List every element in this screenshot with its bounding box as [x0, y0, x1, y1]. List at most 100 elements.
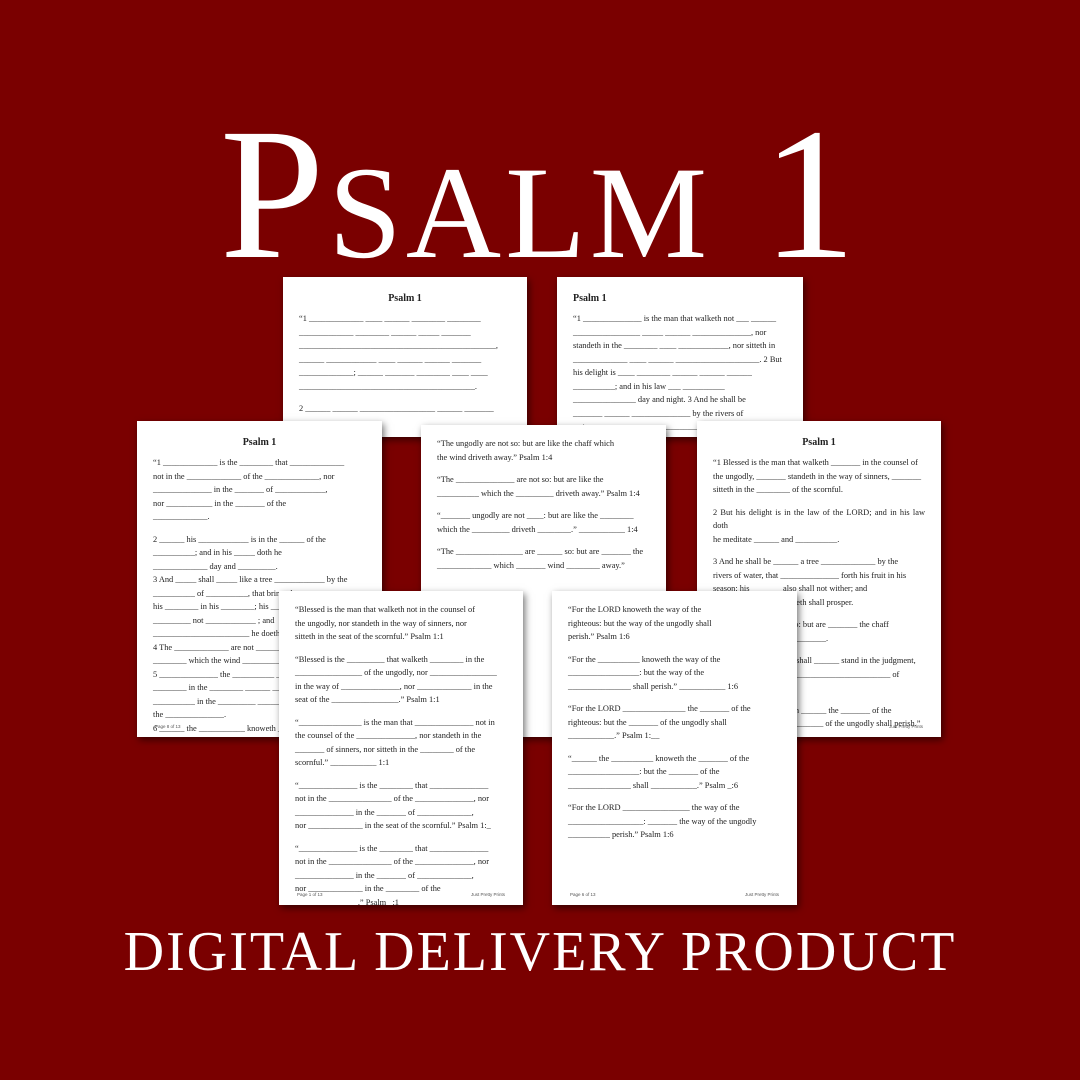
- page-lines: “The ungodly are not so: but are like th…: [437, 437, 650, 572]
- brand-mark: Just Pretty Prints: [744, 892, 779, 897]
- worksheet-line: ___________.” Psalm 1:__: [568, 731, 660, 740]
- line-gap: [153, 524, 366, 533]
- worksheet-line: 2 ______ ______ __________________ _____…: [299, 404, 494, 413]
- worksheet-line: standeth in the ________ ____ __________…: [573, 341, 776, 350]
- line-gap: [295, 833, 507, 842]
- worksheet-line: 3 And _____ shall _____ like a tree ____…: [153, 575, 348, 584]
- worksheet-line: righteous: but the way ________ of the u…: [713, 719, 921, 728]
- worksheet-line: “For the LORD ________________ the way o…: [568, 803, 740, 812]
- line-gap: [568, 644, 781, 653]
- page-number: Page 6 of 13: [570, 892, 596, 897]
- line-gap: [295, 644, 507, 653]
- worksheet-line: 3 And he shall be ______ a tree ________…: [713, 557, 899, 566]
- worksheet-line: 4 The ungodly ______ so: but are _______…: [713, 620, 889, 629]
- worksheet-line: “The ________________ are ______ so: but…: [437, 547, 644, 556]
- worksheet-line: his ________ in his ________; his ______…: [153, 602, 320, 611]
- worksheet-line: sitteth in the seat of the scornful.” Ps…: [295, 632, 444, 641]
- page-footer: Just Pretty Prints: [715, 724, 923, 729]
- worksheet-line: _________________: but the way of the: [568, 668, 705, 677]
- worksheet-line: “_______ ungodly are not ____: but are l…: [437, 511, 634, 520]
- worksheet-line: _____________ which _______ wind _______…: [437, 560, 625, 570]
- worksheet-line: _____________ day and _________.: [153, 561, 278, 571]
- page-heading: Psalm 1: [802, 437, 836, 448]
- page-footer: Page 1 of 13 Just Pretty Prints: [297, 892, 505, 897]
- worksheet-line: 4 The _____________ are not ______ _____…: [153, 642, 336, 652]
- page-lines: “1 _____________ ____ ______ ________ __…: [299, 312, 511, 416]
- worksheet-line: in the way of ______________, nor ______…: [295, 681, 493, 691]
- worksheet-line: “_______________ is the man that _______…: [295, 717, 495, 727]
- worksheet-line: perish.” Psalm 1:6: [568, 632, 630, 641]
- worksheet-line: _______ ______ ______________ by the riv…: [573, 408, 744, 418]
- worksheet-line: __________ of __________, that bringeth …: [153, 588, 331, 598]
- worksheet-line: righteous: but the way of the ungodly sh…: [568, 618, 712, 628]
- worksheet-line: ________________ _____ ______ __________…: [573, 327, 767, 337]
- worksheet-line: _______________ shall ___________.” Psal…: [568, 780, 739, 790]
- line-gap: [295, 707, 507, 716]
- worksheet-line: ________________________________________…: [299, 341, 498, 350]
- worksheet-line: ______________ in the _______ of _______…: [295, 870, 474, 880]
- worksheet-line: ________ in the ________ ______ _______: [153, 683, 302, 692]
- worksheet-line: scornful.” ___________ 1:1: [295, 758, 390, 767]
- worksheet-line: “Blessed is the _________ that walketh _…: [295, 654, 485, 664]
- worksheet-page-front-left: “Blessed is the man that walketh not in …: [279, 591, 523, 905]
- worksheet-line: __________ in the _________ ______ _____…: [153, 696, 315, 706]
- delivery-banner: DIGITAL DELIVERY PRODUCT: [123, 921, 957, 983]
- worksheet-line: the ______________.: [153, 710, 227, 719]
- worksheet-line: the counsel of the ______________, nor s…: [295, 731, 482, 740]
- worksheet-line: ______________ in the _______ of _______…: [295, 807, 474, 817]
- worksheet-line: _______________________ he doeth _______…: [153, 629, 318, 638]
- worksheet-line: _____________; ______ _______ ________ _…: [299, 368, 488, 377]
- page-footer: Page 8 of 13: [155, 724, 364, 729]
- worksheet-line: 6 ______ the ___________ knoweth ______ …: [153, 723, 350, 733]
- worksheet-line: __________ perish.” Psalm 1:6: [568, 830, 674, 839]
- worksheet-line: not in the _____________ of the ________…: [153, 471, 335, 481]
- worksheet-line: not in the _______________ of the ______…: [295, 794, 490, 803]
- worksheet-line: _____________.: [153, 512, 210, 521]
- worksheet-line: _________________: but the _______ of th…: [568, 767, 720, 776]
- worksheet-line: _______________.” Psalm _:1: [295, 897, 399, 906]
- worksheet-line: righteous: but the _______ of the ungodl…: [568, 717, 727, 727]
- page-footer: Page 6 of 13 Just Pretty Prints: [570, 892, 779, 897]
- worksheet-page-back-left: Psalm 1 “1 _____________ ____ ______ ___…: [283, 277, 527, 437]
- line-gap: [295, 770, 507, 779]
- worksheet-line: ______ ____________ ____ ______ ______ _…: [299, 354, 482, 364]
- worksheet-line: which the _________ driveth ________.” _…: [437, 524, 638, 534]
- line-gap: [299, 393, 511, 402]
- worksheet-line: ________________________________________…: [299, 381, 477, 391]
- worksheet-line: “For the __________ knoweth the way of t…: [568, 654, 721, 664]
- worksheet-line: “1 _____________ is the ________ that __…: [153, 458, 345, 467]
- worksheet-line: he meditate ______ and __________.: [713, 534, 840, 544]
- page-number: Page 1 of 13: [297, 892, 323, 897]
- line-gap: [437, 500, 650, 509]
- worksheet-page-back-right: Psalm 1 “1 ______________ is the man tha…: [557, 277, 803, 437]
- worksheet-line: “______________ is the ________ that ___…: [295, 843, 489, 853]
- worksheet-line: _________ not ____________ ; and: [153, 615, 275, 625]
- worksheet-line: nor _____________ in the seat of the sco…: [295, 821, 491, 830]
- worksheet-line: “1 ______________ is the man that walket…: [573, 314, 777, 323]
- worksheet-line: _______________ shall perish.” _________…: [568, 681, 739, 691]
- worksheet-line: nor _____________ in the ________ of the: [295, 884, 441, 893]
- worksheet-line: seat of the ________________.” Psalm 1:1: [295, 695, 440, 704]
- line-gap: [713, 497, 925, 506]
- page-lines: “1 ______________ is the man that walket…: [573, 312, 787, 434]
- worksheet-line: the ungodly, _______ standeth in the way…: [713, 471, 922, 481]
- worksheet-line: “______ the __________ knoweth the _____…: [568, 753, 750, 763]
- line-gap: [713, 546, 925, 555]
- line-gap: [437, 464, 650, 473]
- brand-mark: Just Pretty Prints: [470, 892, 505, 897]
- page-lines: “Blessed is the man that walketh not in …: [295, 603, 507, 905]
- worksheet-line: nor sinners in the _____________________…: [713, 669, 900, 679]
- worksheet-line: the ungodly, nor standeth in the way of …: [295, 618, 467, 628]
- line-gap: [437, 536, 650, 545]
- page-number: Page 8 of 13: [155, 724, 181, 729]
- product-title: Psalm 1: [219, 89, 861, 298]
- brand-mark: Just Pretty Prints: [888, 724, 923, 729]
- worksheet-line: season; his _______ also shall not withe…: [713, 584, 868, 593]
- worksheet-line: 5 ______________ the __________ ______ _…: [153, 669, 348, 679]
- page-heading: Psalm 1: [388, 293, 422, 304]
- worksheet-line: ______________ in the _______ of _______…: [153, 485, 328, 494]
- worksheet-line: ________ which the wind ______________.: [153, 656, 304, 665]
- worksheet-line: _______ of sinners, nor sitteth in the _…: [295, 744, 476, 754]
